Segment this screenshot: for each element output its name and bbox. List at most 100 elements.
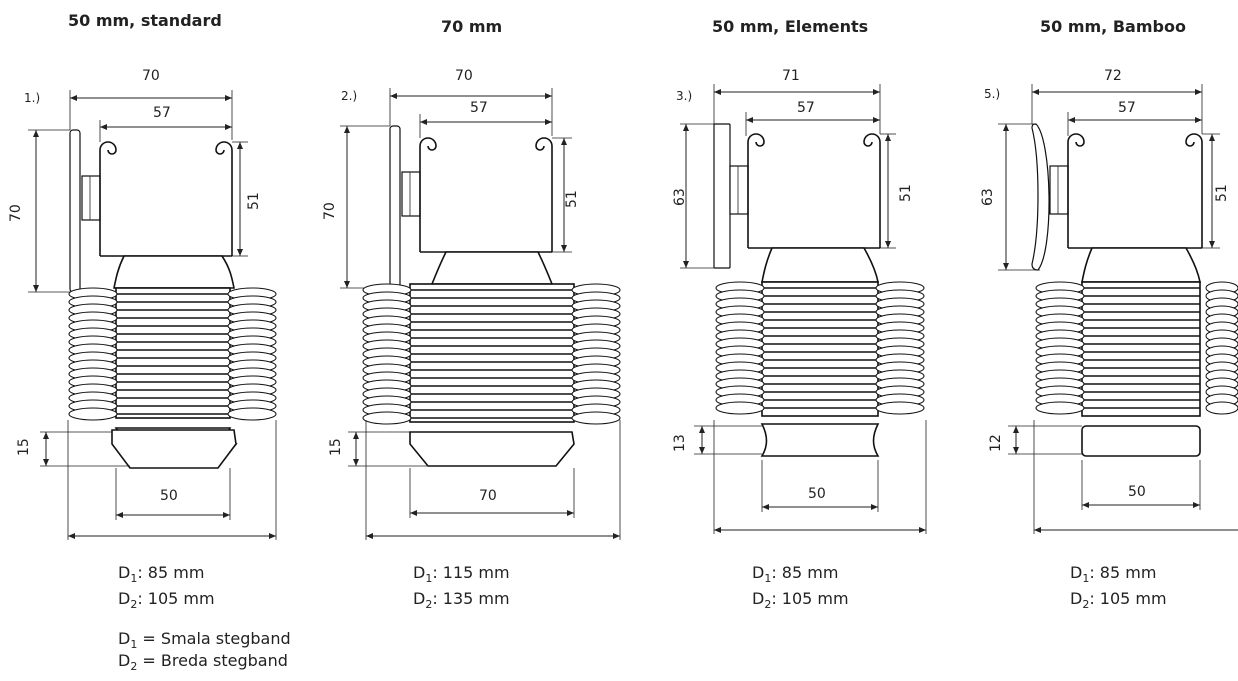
panel-elements: 50 mm, Elements 3.) 71 57 63 51 (672, 17, 927, 611)
ladder-loop-right (875, 401, 925, 415)
inner-height-dimension: 51 (880, 133, 914, 249)
bottom-height-label: 13 (672, 434, 688, 452)
mount-rail (713, 123, 731, 269)
slat-stack (68, 287, 277, 421)
tilt-neck (430, 251, 554, 285)
bottom-bar (1081, 425, 1201, 457)
tilt-neck (113, 255, 235, 289)
spec-d1: D1: 85 mm (118, 563, 204, 585)
panel-bamboo: 50 mm, Bamboo 5.) 72 57 63 51 (980, 17, 1238, 611)
rail-height-dimension: 70 (8, 129, 70, 293)
overall-width-dimension (365, 420, 621, 540)
mount-bracket (729, 165, 749, 215)
rail-height-dimension: 63 (980, 123, 1040, 271)
spec-d1: D1: 115 mm (413, 563, 510, 585)
outer-width-label: 70 (142, 68, 160, 84)
inner-height-label: 51 (898, 184, 914, 202)
mount-bracket (81, 175, 101, 221)
bottom-width-label: 50 (1128, 484, 1146, 500)
panel-marker: 5.) (984, 87, 1000, 101)
inner-width-dimension: 57 (99, 105, 232, 142)
ladder-loop-right (571, 411, 621, 425)
bottom-width-label: 50 (160, 488, 178, 504)
panel-title: 50 mm, standard (68, 11, 222, 30)
inner-height-label: 51 (564, 190, 580, 208)
ladder-loop-right (1205, 401, 1238, 415)
ladder-loop-right (227, 407, 277, 421)
inner-height-label: 51 (246, 192, 262, 210)
ladder-loop-left (1035, 401, 1085, 415)
tilt-neck (761, 247, 879, 283)
rail-height-label: 63 (980, 188, 996, 206)
inner-height-dimension: 51 (552, 137, 580, 253)
headrail (1067, 133, 1203, 249)
outer-width-label: 71 (782, 68, 800, 84)
panel-title: 70 mm (441, 17, 502, 36)
bottom-width-label: 70 (479, 488, 497, 504)
outer-width-label: 70 (455, 68, 473, 84)
bottom-height-dimension: 12 (988, 425, 1082, 455)
mount-rail (1031, 123, 1050, 271)
ladder-loop-left (362, 411, 412, 425)
outer-width-dimension: 70 (69, 68, 233, 140)
overall-width-dimension (1033, 420, 1238, 534)
bottom-width-dimension: 50 (1081, 460, 1201, 510)
inner-width-label: 57 (797, 100, 815, 116)
bottom-width-dimension: 50 (115, 468, 231, 520)
bottom-bar (760, 423, 880, 457)
slat-stack (715, 281, 925, 417)
headrail (99, 141, 233, 257)
bottom-width-dimension: 70 (409, 468, 575, 518)
bottom-width-dimension: 50 (761, 460, 879, 512)
rail-height-label: 63 (672, 188, 688, 206)
inner-width-dimension: 57 (745, 100, 880, 136)
panel-marker: 1.) (24, 91, 40, 105)
spec-d2: D2: 105 mm (1070, 589, 1167, 611)
outer-width-dimension: 71 (713, 68, 881, 134)
tilt-neck (1081, 247, 1201, 283)
overall-width-dimension (713, 420, 927, 534)
bottom-bar-outline (111, 429, 237, 469)
spec-d1: D1: 85 mm (752, 563, 838, 585)
spec-d1: D1: 85 mm (1070, 563, 1156, 585)
inner-height-dimension: 51 (232, 141, 262, 257)
mount-bracket (1049, 165, 1069, 215)
mount-bracket (401, 171, 421, 217)
outer-width-dimension: 70 (389, 68, 553, 136)
inner-width-label: 57 (153, 105, 171, 121)
ladder-loop-left (715, 401, 765, 415)
bottom-height-label: 15 (16, 438, 32, 456)
inner-width-dimension: 57 (1067, 100, 1202, 136)
overall-width-dimension (67, 420, 277, 540)
rail-height-dimension: 70 (322, 125, 390, 289)
bottom-height-label: 12 (988, 434, 1004, 452)
bottom-width-label: 50 (808, 486, 826, 502)
mount-rail (389, 125, 401, 289)
bottom-height-label: 15 (328, 438, 344, 456)
bottom-height-dimension: 13 (672, 425, 762, 455)
headrail (419, 137, 553, 253)
panel-title: 50 mm, Elements (712, 17, 868, 36)
legend-d1: D1 = Smala stegband (118, 629, 291, 651)
spec-d2: D2: 135 mm (413, 589, 510, 611)
inner-width-dimension: 57 (419, 100, 552, 138)
inner-height-dimension: 51 (1202, 133, 1230, 249)
inner-width-label: 57 (1118, 100, 1136, 116)
inner-width-label: 57 (470, 100, 488, 116)
legend-d2: D2 = Breda stegband (118, 651, 288, 673)
rail-height-label: 70 (8, 204, 24, 222)
rail-height-label: 70 (322, 202, 338, 220)
mount-rail (69, 129, 81, 293)
slat-stack (1035, 281, 1238, 417)
slat-stack (362, 283, 621, 425)
headrail (747, 133, 881, 249)
ladder-loop-left (68, 407, 118, 421)
panel-marker: 2.) (341, 89, 357, 103)
rail-height-dimension: 63 (672, 123, 714, 269)
spec-d2: D2: 105 mm (752, 589, 849, 611)
legend: D1 = Smala stegband D2 = Breda stegband (118, 629, 291, 673)
outer-width-dimension: 72 (1031, 68, 1203, 134)
panel-70mm: 70 mm 2.) 70 57 70 51 (322, 17, 621, 611)
panel-marker: 3.) (676, 89, 692, 103)
